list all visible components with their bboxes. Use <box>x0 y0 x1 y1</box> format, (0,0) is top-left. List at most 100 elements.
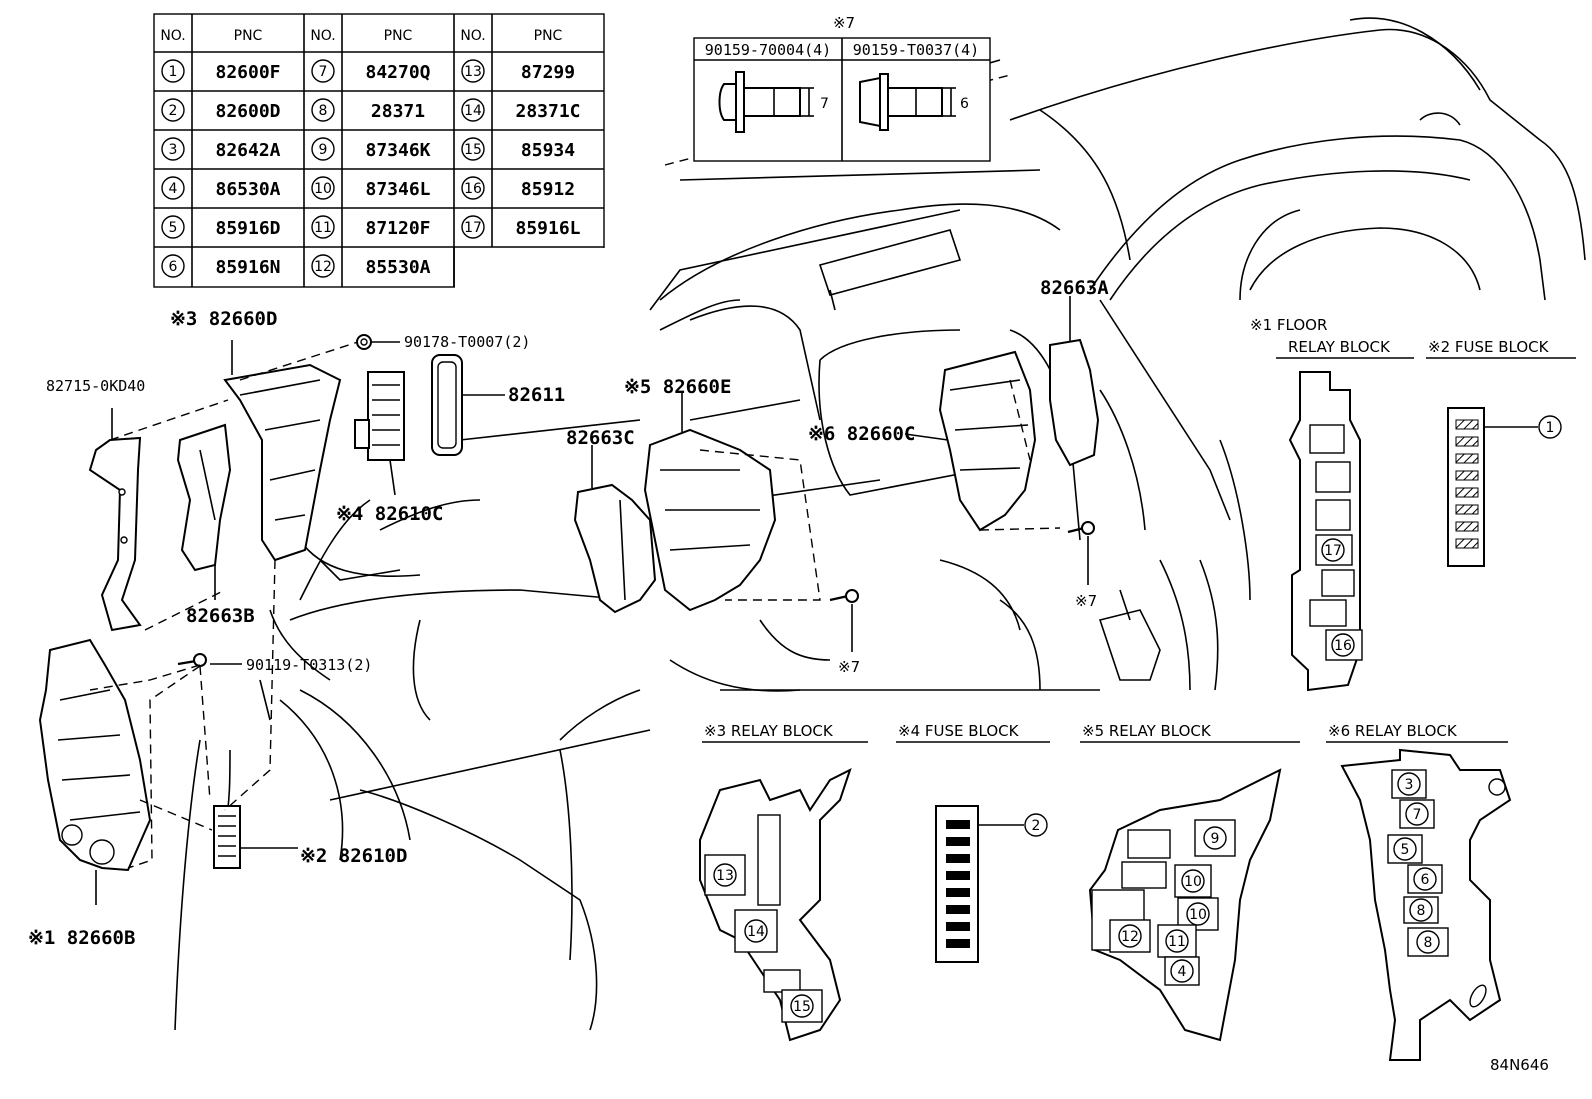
label-82663A: 82663A <box>1040 277 1109 299</box>
pnc-value-14: 28371C <box>515 101 580 122</box>
pnc-value-6: 85916N <box>215 257 280 278</box>
relay5-callout-10-1: 10 <box>1181 869 1205 893</box>
svg-text:12: 12 <box>314 259 332 275</box>
fuse4-callout-2-0: 2 <box>1024 813 1048 837</box>
label-82663C: 82663C <box>566 427 635 449</box>
fuse-block-82610D <box>213 805 241 869</box>
svg-text:8: 8 <box>319 103 328 119</box>
svg-text:17: 17 <box>1324 543 1342 559</box>
pnc-value-2: 82600D <box>215 101 280 122</box>
relay6-callout-8-5: 8 <box>1416 930 1440 954</box>
pnc-header-pnc-2: PNC <box>384 28 413 44</box>
floor-title-1: ※1 FLOOR <box>1250 316 1327 334</box>
pnc-no-9: 9 <box>311 137 335 161</box>
pnc-value-7: 84270Q <box>365 62 430 83</box>
svg-text:5: 5 <box>1401 842 1410 858</box>
pnc-no-11: 11 <box>311 215 335 239</box>
pnc-value-10: 87346L <box>365 179 430 200</box>
svg-text:16: 16 <box>464 181 482 197</box>
panel-fuse-block-2: ※2 FUSE BLOCK 1 <box>1426 338 1576 567</box>
relay5-title: ※5 RELAY BLOCK <box>1082 722 1212 740</box>
svg-text:15: 15 <box>464 142 482 158</box>
svg-text:11: 11 <box>1168 934 1186 950</box>
pnc-value-12: 85530A <box>365 257 430 278</box>
bracket-82715-0KD40 <box>88 408 142 632</box>
relay5-callout-9-0: 9 <box>1203 826 1227 850</box>
relay6-callout-3-0: 3 <box>1397 772 1421 796</box>
pnc-value-5: 85916D <box>215 218 280 239</box>
svg-text:2: 2 <box>1032 818 1041 834</box>
relay3-title: ※3 RELAY BLOCK <box>704 722 834 740</box>
svg-text:6: 6 <box>1421 872 1430 888</box>
svg-text:1: 1 <box>1546 420 1555 436</box>
pnc-header-no-2: NO. <box>310 28 335 44</box>
svg-text:14: 14 <box>747 924 765 940</box>
relay5-callout-10-2: 10 <box>1186 902 1210 926</box>
pnc-value-15: 85934 <box>521 140 575 161</box>
svg-text:11: 11 <box>314 220 332 236</box>
dashed-guides <box>89 341 1061 869</box>
svg-text:4: 4 <box>169 181 178 197</box>
svg-text:5: 5 <box>169 220 178 236</box>
pnc-no-17: 17 <box>461 215 485 239</box>
label-82610C: ※4 82610C <box>336 503 443 525</box>
svg-text:9: 9 <box>1211 831 1220 847</box>
pnc-no-4: 4 <box>161 176 185 200</box>
relay-block-82660E <box>643 392 777 612</box>
relay6-callout-8-4: 8 <box>1409 898 1433 922</box>
gasket-82611 <box>431 354 463 456</box>
panel-fuse-block-4: ※4 FUSE BLOCK 2 <box>896 722 1050 963</box>
label-82663B: 82663B <box>186 605 255 627</box>
relay5-callout-4-5: 4 <box>1170 959 1194 983</box>
svg-text:7: 7 <box>319 64 328 80</box>
pnc-header-no-1: NO. <box>160 28 185 44</box>
svg-text:10: 10 <box>1184 874 1202 890</box>
screw-center <box>829 589 859 652</box>
pnc-no-10: 10 <box>311 176 335 200</box>
label-82660B: ※1 82660B <box>28 927 135 949</box>
svg-text:12: 12 <box>1121 929 1139 945</box>
pnc-value-17: 85916L <box>515 218 580 239</box>
svg-text:2: 2 <box>169 103 178 119</box>
bolt-2-dim: 6 <box>960 96 969 112</box>
cover-82663C <box>573 445 657 614</box>
fuse2-title: ※2 FUSE BLOCK <box>1428 338 1550 356</box>
relay3-callout-13-0: 13 <box>713 863 737 887</box>
label-82715-0KD40: 82715-0KD40 <box>46 377 145 395</box>
svg-text:13: 13 <box>716 868 734 884</box>
dashboard-outline <box>174 17 1586 1031</box>
bolt-table-marker: ※7 <box>833 14 855 32</box>
svg-text:15: 15 <box>793 999 811 1015</box>
pnc-value-11: 87120F <box>365 218 430 239</box>
svg-text:6: 6 <box>169 259 178 275</box>
pnc-value-4: 86530A <box>215 179 280 200</box>
fuse2-callout-1-0: 1 <box>1538 415 1562 439</box>
floor-callout-16-1: 16 <box>1331 633 1355 657</box>
relay-block-82660D <box>223 340 342 562</box>
label-screw-center: ※7 <box>838 658 860 676</box>
panel-floor-relay-block: ※1 FLOOR RELAY BLOCK 17 16 <box>1250 316 1414 692</box>
svg-text:8: 8 <box>1424 935 1433 951</box>
svg-text:7: 7 <box>1413 807 1422 823</box>
fuse4-slots <box>946 820 970 948</box>
bolt-1-drawing: 7 <box>718 71 829 133</box>
nut-90178-T0007 <box>356 334 372 350</box>
pnc-value-8: 28371 <box>371 101 425 122</box>
floor-title-2: RELAY BLOCK <box>1288 338 1391 356</box>
relay3-callout-15-2: 15 <box>790 994 814 1018</box>
pnc-no-12: 12 <box>311 254 335 278</box>
bolt-2-drawing: 6 <box>859 73 969 131</box>
pnc-value-9: 87346K <box>365 140 430 161</box>
label-90119-T0313: 90119-T0313(2) <box>246 656 372 674</box>
leader-lines <box>210 341 949 849</box>
svg-text:3: 3 <box>1405 777 1414 793</box>
svg-text:9: 9 <box>319 142 328 158</box>
panel-relay-block-5: ※5 RELAY BLOCK 9 10 10 12 11 4 <box>1080 722 1300 1042</box>
relay-block-82660C <box>938 350 1037 532</box>
screw-90119-T0313 <box>177 653 207 667</box>
svg-text:14: 14 <box>464 103 482 119</box>
svg-text:17: 17 <box>464 220 482 236</box>
